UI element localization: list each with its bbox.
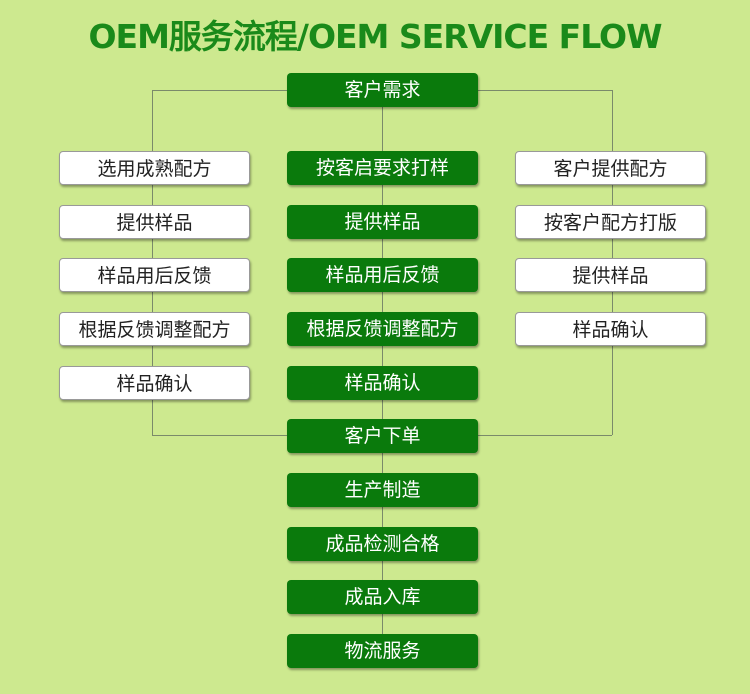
right-step: 样品确认 <box>515 312 706 346</box>
flow-step: 生产制造 <box>287 473 478 507</box>
left-step: 样品用后反馈 <box>59 258 250 292</box>
right-step: 客户提供配方 <box>515 151 706 185</box>
left-step: 选用成熟配方 <box>59 151 250 185</box>
left-step: 样品确认 <box>59 366 250 400</box>
flow-step: 样品用后反馈 <box>287 258 478 292</box>
flow-step: 成品入库 <box>287 580 478 614</box>
left-step: 根据反馈调整配方 <box>59 312 250 346</box>
right-step: 按客户配方打版 <box>515 205 706 239</box>
flow-step: 提供样品 <box>287 205 478 239</box>
flow-step: 根据反馈调整配方 <box>287 312 478 346</box>
flow-step: 客户下单 <box>287 419 478 453</box>
right-step: 提供样品 <box>515 258 706 292</box>
flow-step: 物流服务 <box>287 634 478 668</box>
flow-step: 客户需求 <box>287 73 478 107</box>
flow-step: 按客启要求打样 <box>287 151 478 185</box>
flow-step: 成品检测合格 <box>287 527 478 561</box>
left-step: 提供样品 <box>59 205 250 239</box>
page-title: OEM服务流程/OEM SERVICE FLOW <box>88 17 662 56</box>
flow-step: 样品确认 <box>287 366 478 400</box>
